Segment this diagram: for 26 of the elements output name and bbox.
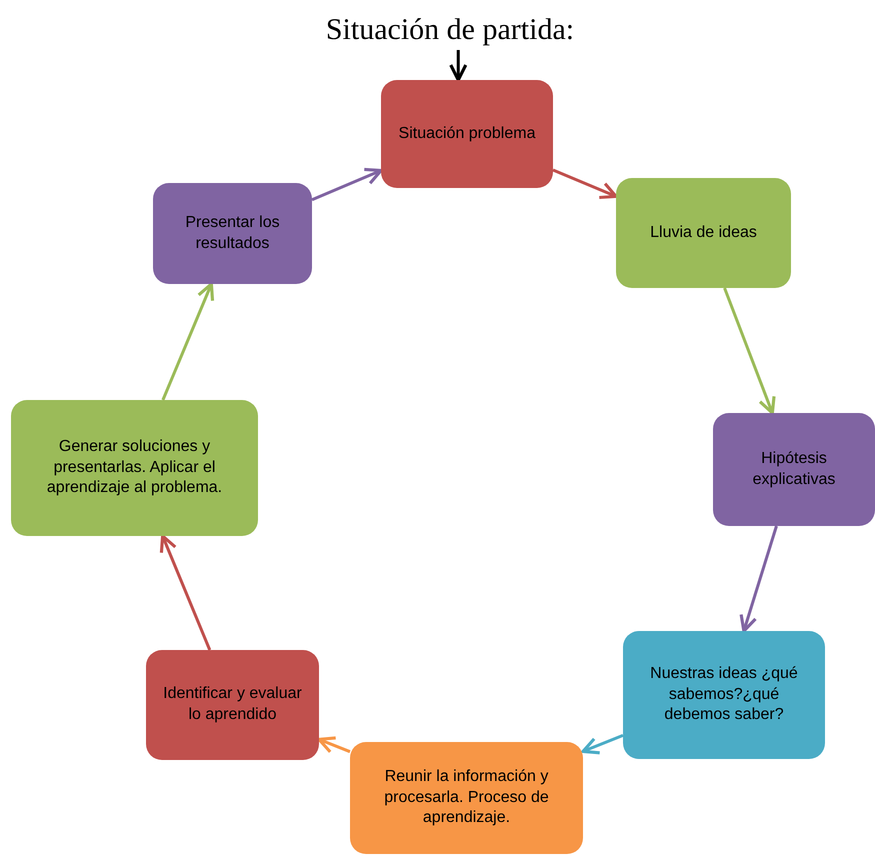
arrow: [723, 287, 776, 415]
box-label: Identificar y evaluar lo aprendido: [162, 684, 303, 725]
box-label: Situación problema: [398, 124, 536, 144]
start-label: Situación de partida:: [326, 12, 574, 48]
box-label: Nuestras ideas ¿qué sabemos?¿qué debemos saber?: [649, 664, 799, 726]
arrow: [160, 534, 212, 651]
arrow: [581, 734, 624, 754]
arrow: [449, 50, 468, 82]
arrow: [317, 736, 351, 754]
process-box: [381, 80, 553, 188]
box-label: Hipótesis explicativas: [752, 448, 836, 490]
arrow: [552, 168, 618, 200]
arrow: [740, 526, 778, 633]
box-label: Presentar los resultados: [184, 212, 281, 254]
box-label: Generar soluciones y presentarlas. Aplicar el aprendizaje al problema.: [46, 436, 224, 498]
process-box: [623, 631, 825, 759]
box-label: Reunir la información y procesarla. Proceso de aprendizaje.: [383, 766, 550, 828]
process-box: [11, 400, 258, 536]
arrow: [311, 168, 383, 202]
process-box: [350, 742, 583, 854]
box-label: Lluvia de ideas: [650, 222, 757, 243]
process-box: [713, 413, 875, 526]
process-box: [153, 183, 312, 284]
process-box: [616, 178, 791, 288]
process-box: [146, 650, 319, 760]
arrow: [162, 282, 214, 401]
